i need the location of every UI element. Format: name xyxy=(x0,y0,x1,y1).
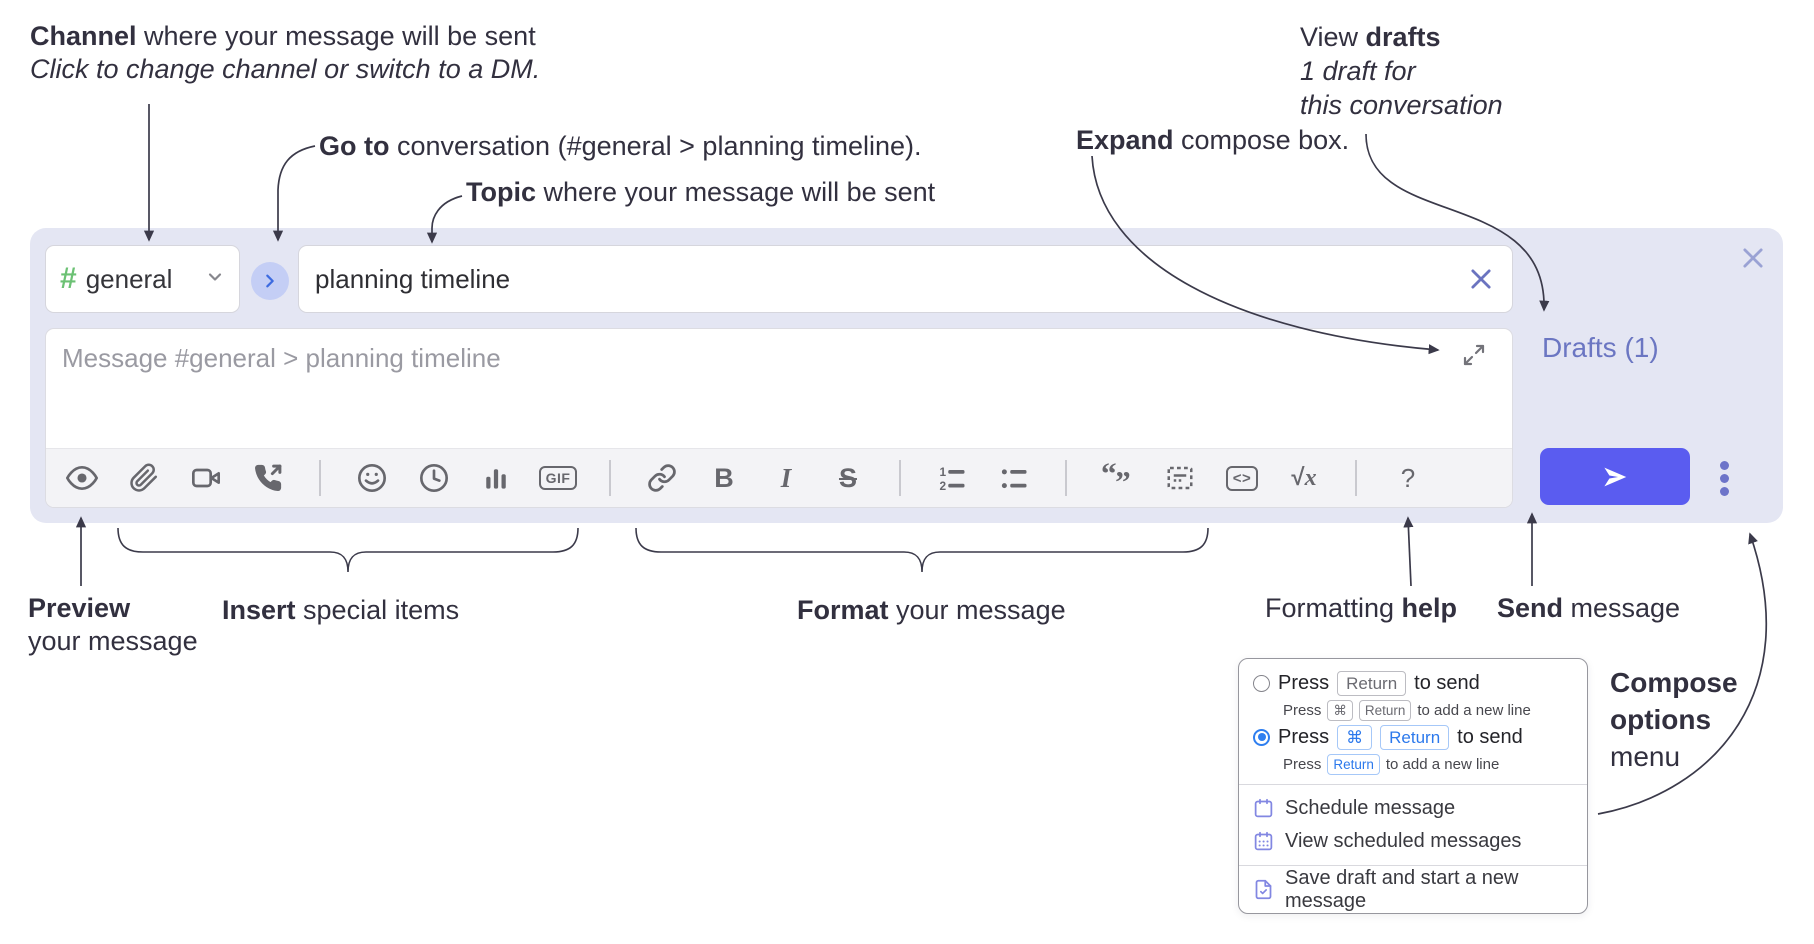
popup-divider xyxy=(1239,865,1587,866)
drafts-link[interactable]: Drafts (1) xyxy=(1542,332,1659,363)
annotation-send: Send message xyxy=(1497,593,1681,623)
cmd-enter-sends-option[interactable]: Press ⌘ Return to send xyxy=(1253,723,1573,751)
popup-divider xyxy=(1239,784,1587,785)
enter-sends-subtext: Press ⌘ Return to add a new line xyxy=(1283,699,1531,721)
cmd-enter-sends-subtext: Press Return to add a new line xyxy=(1283,753,1500,775)
toolbar-separator xyxy=(1355,460,1357,496)
poll-icon[interactable] xyxy=(473,457,519,499)
menu-item-save-draft[interactable]: Save draft and start a new message xyxy=(1253,867,1573,912)
topic-input[interactable] xyxy=(298,245,1513,313)
preview-icon[interactable] xyxy=(59,457,105,499)
compose-options-menu-button[interactable] xyxy=(1720,461,1729,496)
time-icon[interactable] xyxy=(411,457,457,499)
emoji-icon[interactable] xyxy=(349,457,395,499)
cmd-key: ⌘ xyxy=(1337,724,1373,750)
svg-text:2: 2 xyxy=(940,479,947,493)
formatting-help-icon[interactable]: ? xyxy=(1400,462,1416,493)
annotation-insert: Insert special items xyxy=(222,595,460,625)
annotation-topic: Topic where your message will be sent xyxy=(466,177,936,207)
annotation-options: Compose options menu xyxy=(1610,667,1738,772)
brace-format xyxy=(635,527,1209,573)
return-key: Return xyxy=(1327,753,1380,775)
attach-file-icon[interactable] xyxy=(121,457,167,499)
calendar-icon xyxy=(1254,798,1273,818)
draft-file-icon xyxy=(1255,879,1272,900)
annotation-format: Format your message xyxy=(797,595,1066,625)
radio-unselected[interactable] xyxy=(1253,674,1270,692)
annotation-expand: Expand compose box. xyxy=(1076,125,1350,155)
gif-icon[interactable]: GIF xyxy=(535,457,581,499)
close-compose-icon[interactable] xyxy=(1739,244,1767,272)
quote-icon[interactable]: “” xyxy=(1095,457,1141,499)
annotation-preview: Preview your message xyxy=(28,593,198,656)
annotation-help: Formatting help xyxy=(1265,593,1458,623)
dot xyxy=(1720,474,1729,483)
svg-text:1: 1 xyxy=(940,465,947,479)
send-button[interactable] xyxy=(1540,448,1690,505)
clear-topic-icon[interactable] xyxy=(1467,265,1495,293)
channel-name: general xyxy=(85,263,173,294)
chevron-right-icon xyxy=(266,274,274,288)
bold-icon[interactable]: B xyxy=(714,462,734,493)
return-key: Return xyxy=(1337,670,1407,696)
message-panel: GIF B I S 12 “” xyxy=(45,328,1513,508)
toolbar-separator xyxy=(899,460,901,496)
connector-help xyxy=(1403,516,1414,587)
italic-icon[interactable]: I xyxy=(780,462,792,493)
dot xyxy=(1720,487,1729,496)
annotation-channel: Channel where your message will be sent … xyxy=(30,21,541,84)
annotation-view-drafts: View drafts 1 draft for this conversatio… xyxy=(1300,22,1503,120)
strikethrough-icon[interactable]: S xyxy=(838,462,857,493)
menu-item-view-scheduled[interactable]: View scheduled messages xyxy=(1253,825,1573,858)
link-icon[interactable] xyxy=(639,457,685,499)
dot xyxy=(1720,461,1729,470)
svg-text:“: “ xyxy=(1101,461,1117,491)
radio-selected[interactable] xyxy=(1253,728,1270,746)
toolbar-separator xyxy=(319,460,321,496)
cmd-key: ⌘ xyxy=(1327,699,1353,721)
expand-compose-icon[interactable] xyxy=(1462,343,1486,367)
return-key: Return xyxy=(1380,724,1450,750)
spoiler-icon[interactable] xyxy=(1157,457,1203,499)
send-icon xyxy=(1604,467,1627,486)
channel-selector[interactable]: # general xyxy=(45,245,240,313)
bulleted-list-icon[interactable] xyxy=(991,457,1037,499)
calendar-grid-icon xyxy=(1254,831,1273,851)
menu-item-schedule-message[interactable]: Schedule message xyxy=(1253,792,1573,825)
brace-insert xyxy=(117,527,579,573)
return-key: Return xyxy=(1358,699,1412,721)
channel-hash-icon: # xyxy=(60,262,77,295)
annotation-goto: Go to conversation (#general > planning … xyxy=(319,131,922,161)
compose-options-popup: Press Return to send Press ⌘ Return to a… xyxy=(1238,658,1588,914)
compose-box: # general xyxy=(30,228,1783,523)
topic-field-wrap xyxy=(298,245,1513,313)
enter-sends-option[interactable]: Press Return to send xyxy=(1253,669,1573,697)
code-icon[interactable]: <> xyxy=(1219,457,1265,499)
message-input[interactable] xyxy=(46,329,1512,447)
toolbar-separator xyxy=(1065,460,1067,496)
connector-goto xyxy=(272,145,316,242)
toolbar-separator xyxy=(609,460,611,496)
math-icon[interactable]: √x xyxy=(1291,464,1317,491)
go-to-conversation-button[interactable] xyxy=(251,262,289,300)
video-call-icon[interactable] xyxy=(183,457,229,499)
chevron-down-icon xyxy=(205,267,225,292)
voice-call-icon[interactable] xyxy=(245,457,291,499)
svg-text:”: ” xyxy=(1115,464,1131,495)
